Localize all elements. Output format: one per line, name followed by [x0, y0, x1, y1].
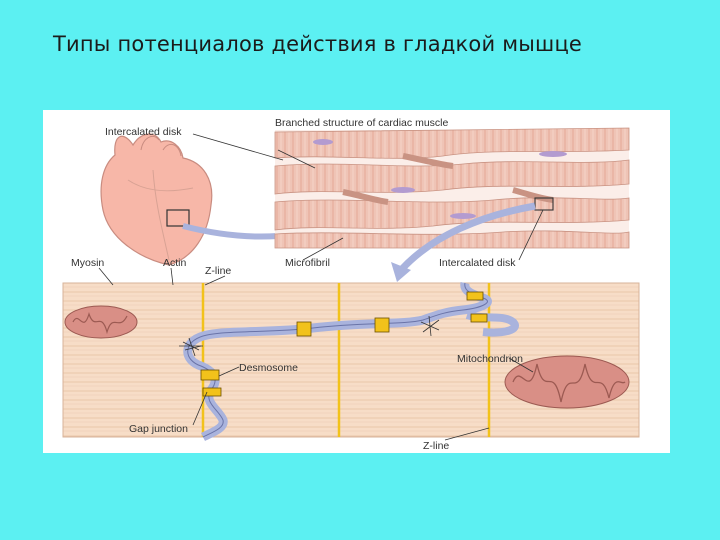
label-microfibril: Microfibril [285, 257, 330, 269]
label-mitochondrion: Mitochondrion [457, 353, 523, 365]
label-myosin: Myosin [71, 257, 104, 269]
mitochondrion-right [505, 356, 629, 408]
slide-title: Типы потенциалов действия в гладкой мышц… [53, 32, 582, 56]
label-branched-structure: Branched structure of cardiac muscle [275, 117, 448, 129]
cardiac-muscle-figure: Intercalated disk Branched structure of … [43, 110, 670, 453]
gap-junction-2 [375, 318, 389, 332]
gap-junction-1 [297, 322, 311, 336]
gap-junction-3 [201, 370, 219, 380]
label-z-line-bottom: Z-line [423, 440, 449, 452]
mitochondrion-left [65, 306, 137, 338]
label-actin: Actin [163, 257, 187, 269]
cardiac-muscle-diagram: Intercalated disk Branched structure of … [43, 110, 670, 453]
label-desmosome: Desmosome [239, 362, 298, 374]
sarcomere-detail-panel [63, 283, 639, 437]
label-z-line-top: Z-line [205, 265, 231, 277]
heart-illustration [101, 134, 212, 265]
label-intercalated-disk-top: Intercalated disk [105, 126, 182, 138]
label-gap-junction: Gap junction [129, 423, 188, 435]
label-intercalated-disk-right: Intercalated disk [439, 257, 516, 269]
